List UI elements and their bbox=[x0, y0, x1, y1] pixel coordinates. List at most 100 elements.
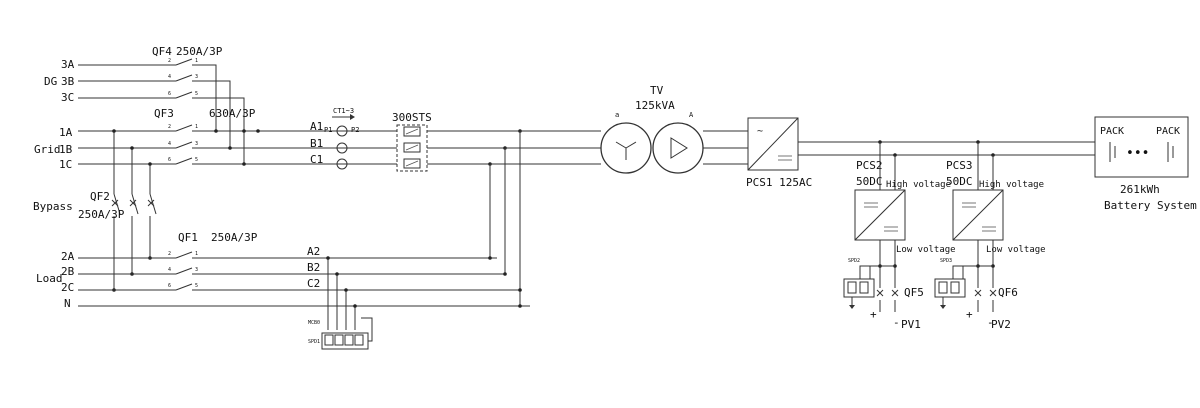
tag-b1: B1 bbox=[310, 137, 323, 150]
svg-text:-: - bbox=[893, 316, 900, 329]
svg-text:-: - bbox=[987, 316, 994, 329]
svg-text:5: 5 bbox=[195, 157, 198, 163]
transformer-tv: TV 125kVA a A bbox=[490, 84, 748, 174]
tag-c2: C2 bbox=[307, 277, 320, 290]
svg-text:3: 3 bbox=[195, 74, 198, 80]
qf2-bypass-breaker: QF2 250A/3P bbox=[78, 129, 157, 292]
svg-text:2: 2 bbox=[168, 58, 171, 64]
upper-phase-tags: A1 B1 C1 bbox=[310, 120, 323, 166]
qf1-breaker: QF1 250A/3P 2 4 6 1 3 5 bbox=[168, 231, 258, 291]
tag-b2: B2 bbox=[307, 261, 320, 274]
current-transformers: CT1~3 P1 P2 bbox=[324, 107, 359, 170]
label-grid: Grid bbox=[34, 143, 61, 156]
qf1-rating: 250A/3P bbox=[211, 231, 258, 244]
pcs3-converter: PCS3 50DC High voltage Low voltage bbox=[946, 142, 1046, 288]
sts-label: 300STS bbox=[392, 111, 432, 124]
grid-bus-wires bbox=[78, 130, 520, 165]
svg-text:4: 4 bbox=[168, 267, 171, 273]
battery-capacity: 261kWh bbox=[1120, 183, 1160, 196]
ct-label: CT1~3 bbox=[333, 107, 354, 115]
svg-text:+: + bbox=[966, 308, 973, 321]
dg-bus-labels: 3A DG 3B 3C bbox=[44, 58, 75, 104]
dg-feed-wires bbox=[78, 64, 245, 164]
spd2-label: SPD2 bbox=[848, 258, 860, 264]
spd2-surge-protector: SPD2 bbox=[843, 258, 895, 309]
pv1-label: PV1 bbox=[901, 318, 921, 331]
pcs2-converter: PCS2 50DC High voltage Low voltage bbox=[854, 142, 956, 288]
svg-text:4: 4 bbox=[168, 74, 171, 80]
label-3a: 3A bbox=[61, 58, 75, 71]
tag-c1: C1 bbox=[310, 153, 323, 166]
pcs2-label: PCS2 bbox=[856, 159, 883, 172]
label-load: Load bbox=[36, 272, 63, 285]
qf4-breaker: QF4 250A/3P 2 4 6 1 3 5 bbox=[152, 45, 223, 99]
pcs3-high-voltage: High voltage bbox=[979, 180, 1044, 190]
pcs3-rating: 50DC bbox=[946, 175, 973, 188]
grid-junction-dots bbox=[214, 129, 522, 166]
qf3-rating: 630A/3P bbox=[209, 107, 256, 120]
label-2a: 2A bbox=[61, 250, 75, 263]
battery-pack-left: PACK bbox=[1100, 126, 1124, 137]
label-1c: 1C bbox=[59, 158, 72, 171]
battery-dots: ••• bbox=[1126, 146, 1149, 161]
battery-pack-right: PACK bbox=[1156, 126, 1180, 137]
pcs2-high-voltage: High voltage bbox=[886, 180, 951, 190]
svg-text:2: 2 bbox=[168, 251, 171, 257]
spd1-surge-protector: MCB0 SPD1 bbox=[308, 256, 373, 350]
spd3-label: SPD3 bbox=[940, 258, 952, 264]
tv-rating: 125kVA bbox=[635, 99, 675, 112]
dc-bus bbox=[798, 140, 1095, 157]
spd1-label: SPD1 bbox=[308, 339, 320, 345]
tv-label: TV bbox=[650, 84, 664, 97]
pv2-label: PV2 bbox=[991, 318, 1011, 331]
label-1b: 1B bbox=[59, 143, 73, 156]
svg-text:~: ~ bbox=[757, 126, 763, 137]
svg-text:1: 1 bbox=[195, 124, 198, 130]
label-3b: 3B bbox=[61, 75, 75, 88]
pcs2-low-voltage: Low voltage bbox=[896, 245, 956, 255]
svg-text:3: 3 bbox=[195, 141, 198, 147]
load-bus-labels: 2A 2B Load 2C N bbox=[36, 250, 75, 310]
svg-text:5: 5 bbox=[195, 91, 198, 97]
label-2c: 2C bbox=[61, 281, 74, 294]
svg-text:6: 6 bbox=[168, 91, 171, 97]
label-bypass: Bypass bbox=[33, 200, 73, 213]
qf2-rating: 250A/3P bbox=[78, 208, 125, 221]
qf3-breaker: QF3 630A/3P 2 4 6 1 3 5 bbox=[154, 107, 256, 165]
svg-text:+: + bbox=[870, 308, 877, 321]
qf4-rating: 250A/3P bbox=[176, 45, 223, 58]
qf1-label: QF1 bbox=[178, 231, 198, 244]
label-n: N bbox=[64, 297, 71, 310]
svg-text:6: 6 bbox=[168, 157, 171, 163]
svg-text:A: A bbox=[689, 111, 694, 119]
svg-text:1: 1 bbox=[195, 58, 198, 64]
svg-text:4: 4 bbox=[168, 141, 171, 147]
qf5-label: QF5 bbox=[904, 286, 924, 299]
spd3-surge-protector: SPD3 bbox=[934, 258, 993, 309]
load-bus-wires bbox=[78, 257, 530, 307]
svg-text:3: 3 bbox=[195, 267, 198, 273]
label-2b: 2B bbox=[61, 265, 75, 278]
lower-phase-tags: A2 B2 C2 bbox=[307, 245, 320, 290]
qf6-breaker: QF6 + - PV2 bbox=[966, 286, 1018, 331]
tag-a1: A1 bbox=[310, 120, 323, 133]
svg-text:5: 5 bbox=[195, 283, 198, 289]
svg-text:1: 1 bbox=[195, 251, 198, 257]
sts-switch: 300STS bbox=[392, 111, 432, 172]
grid-bus-labels: 1A Grid 1B 1C bbox=[34, 126, 73, 171]
label-3c: 3C bbox=[61, 91, 74, 104]
svg-text:2: 2 bbox=[168, 124, 171, 130]
svg-text:a: a bbox=[615, 111, 619, 119]
mcb0-label: MCB0 bbox=[308, 320, 320, 326]
load-to-grid-risers bbox=[488, 131, 530, 308]
pcs3-low-voltage: Low voltage bbox=[986, 245, 1046, 255]
qf5-breaker: QF5 + - PV1 bbox=[870, 286, 924, 331]
qf4-label: QF4 bbox=[152, 45, 172, 58]
qf6-label: QF6 bbox=[998, 286, 1018, 299]
pcs1-label: PCS1 125AC bbox=[746, 176, 812, 189]
label-1a: 1A bbox=[59, 126, 73, 139]
label-dg: DG bbox=[44, 75, 57, 88]
battery-system: PACK PACK ••• 261kWh Battery System bbox=[1094, 116, 1197, 212]
